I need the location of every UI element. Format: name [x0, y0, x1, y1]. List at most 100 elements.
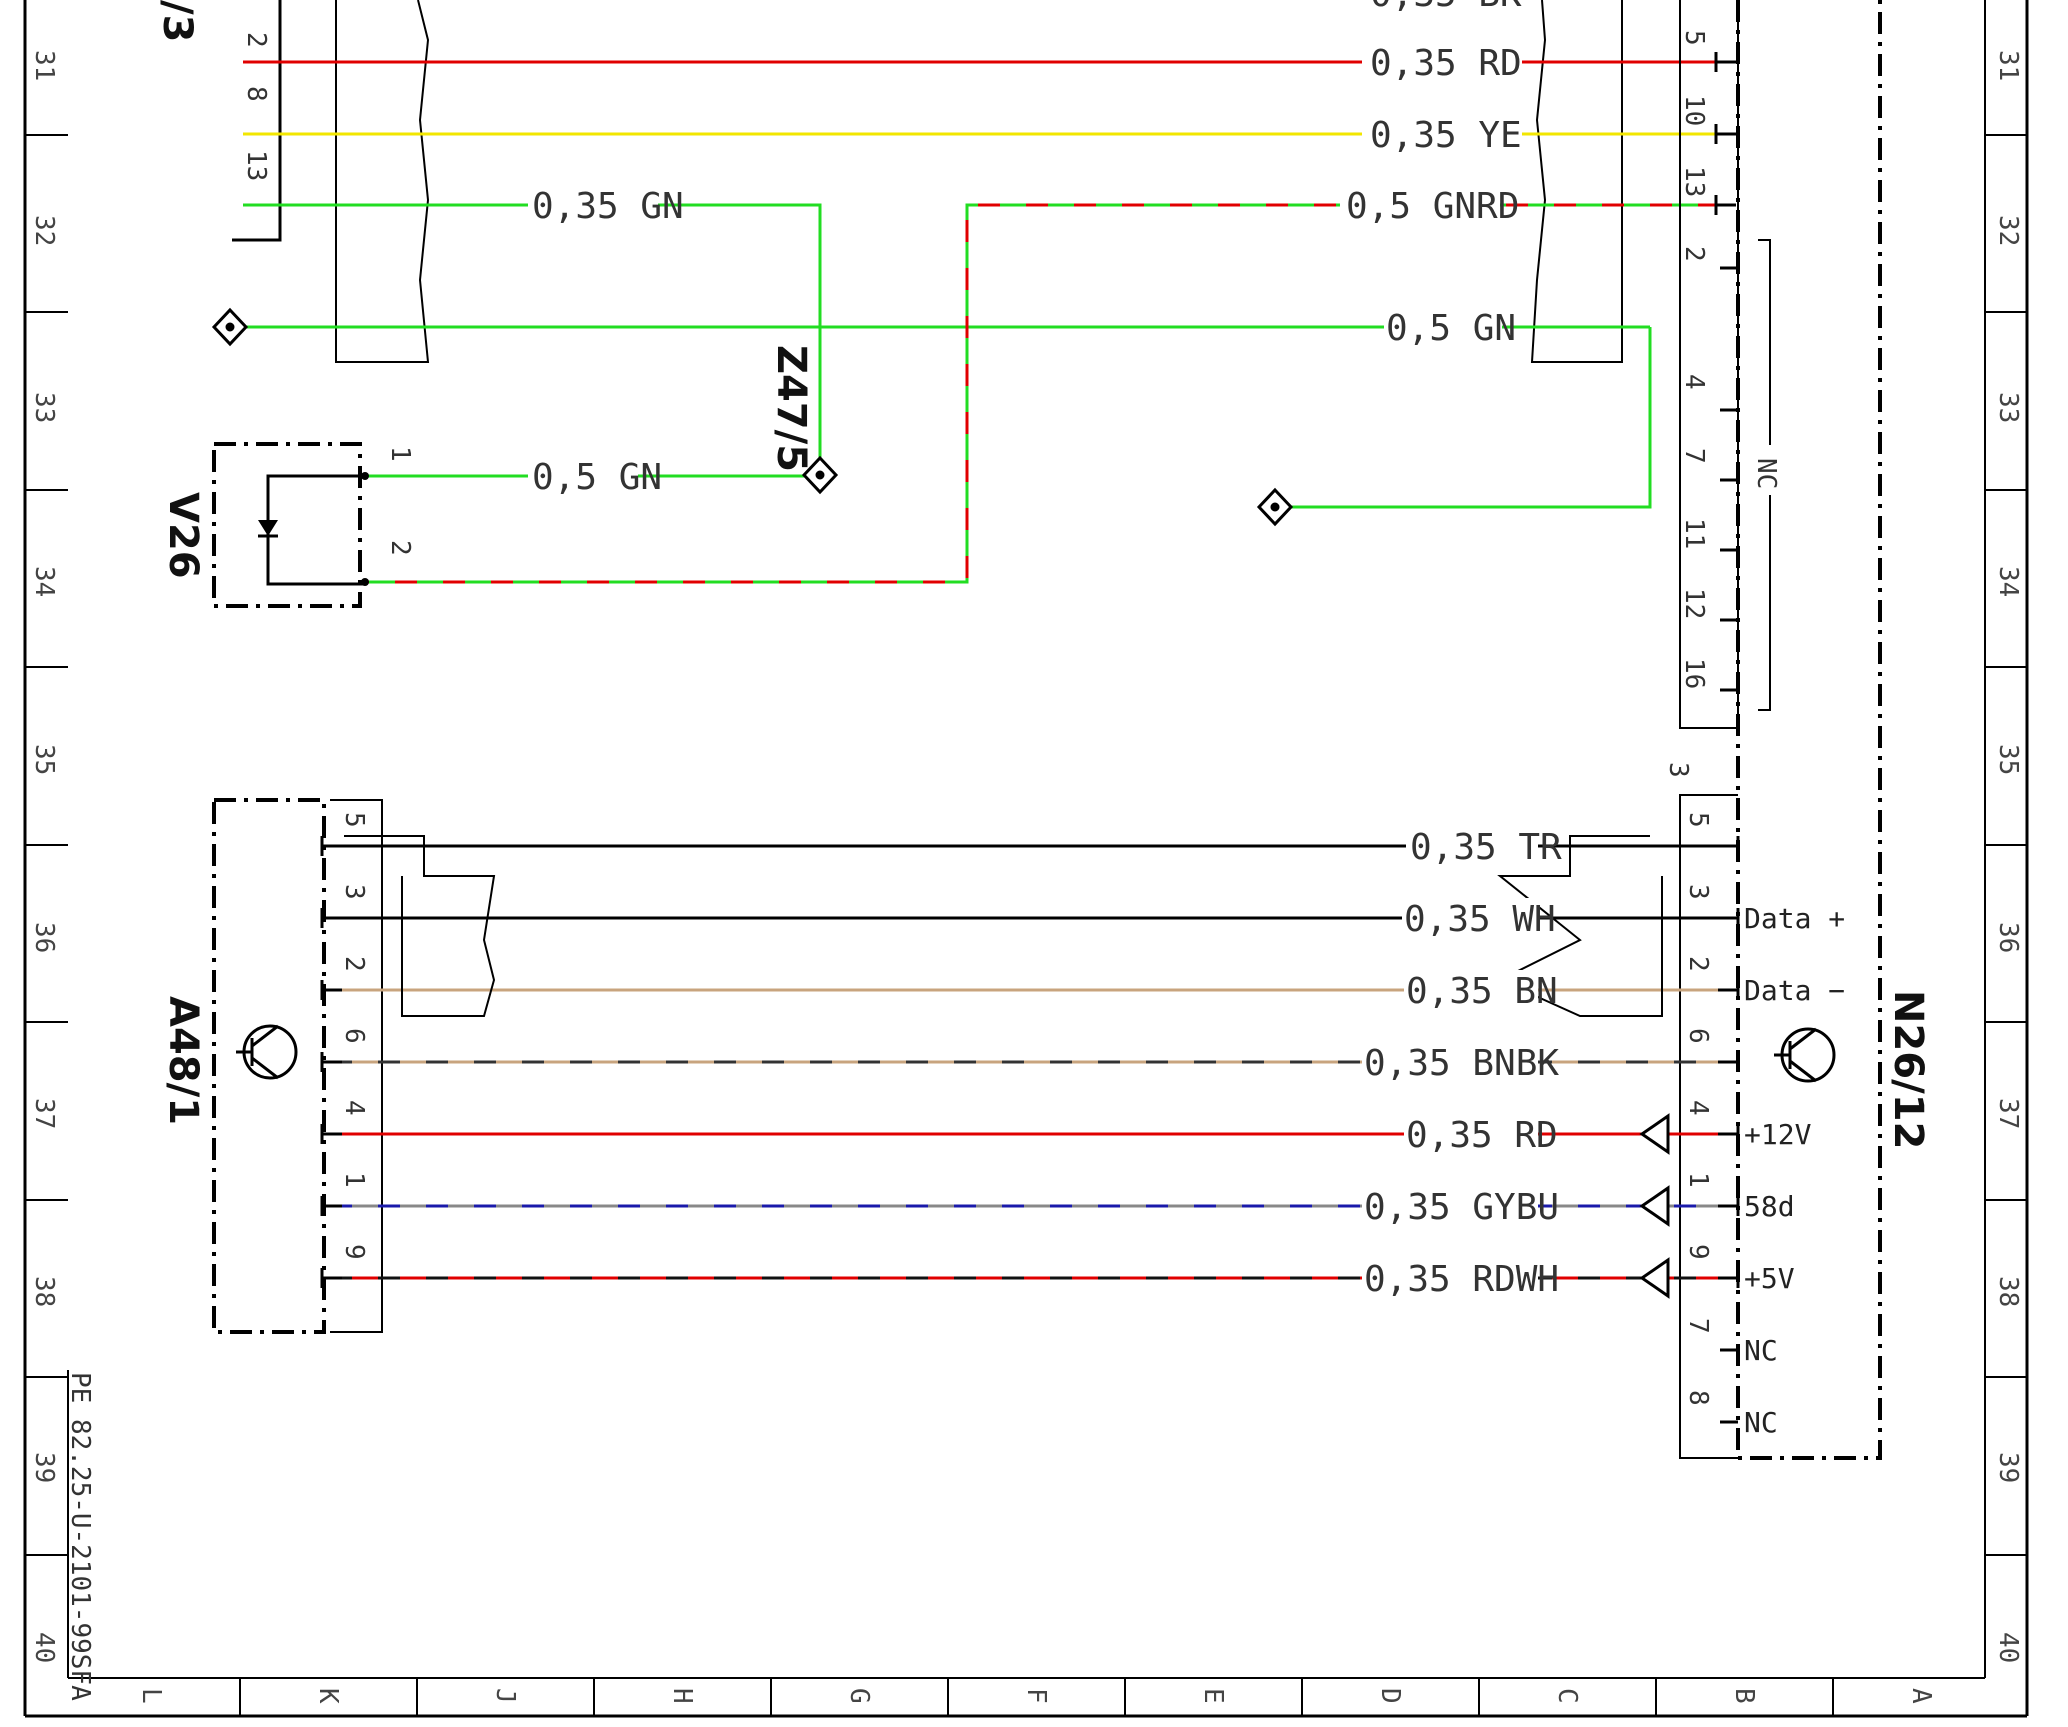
row-number: 32	[29, 215, 59, 246]
row-number: 35	[1993, 744, 2023, 775]
pin-number: 6	[339, 1028, 369, 1044]
wire-label: 0,5 GN	[1386, 308, 1516, 349]
n26-signal-names: Data + Data − +12V 58d +5V NC NC	[1744, 902, 1845, 1439]
pin-number: 12	[1679, 588, 1709, 619]
pin-number: 8	[241, 86, 271, 102]
column-letter: F	[1021, 1688, 1051, 1704]
row-number: 40	[1993, 1632, 2023, 1663]
row-numbers-right: 31 32 33 34 35 36 37 38 39 40	[1993, 50, 2023, 1663]
wire-label: 0,35 BNBK	[1364, 1043, 1559, 1084]
column-letter: C	[1552, 1688, 1582, 1704]
row-number: 33	[1993, 392, 2023, 423]
row-number: 39	[29, 1452, 59, 1483]
n26-lower-connector: 3 5 3 2 6 4 1 9 7 8	[1663, 762, 1738, 1459]
signal-label: Data +	[1744, 902, 1845, 935]
signal-label: +12V	[1744, 1118, 1812, 1151]
twisted-pair-sleeve	[344, 835, 1663, 1017]
column-letter: K	[313, 1688, 343, 1704]
signal-label: NC	[1744, 1406, 1778, 1439]
row-number: 40	[29, 1632, 59, 1663]
component-label: /3	[154, 0, 200, 42]
pin-number: 1	[385, 446, 415, 462]
pin-number: 3	[339, 884, 369, 900]
row-numbers-left: 31 32 33 34 35 36 37 38 39 40	[29, 50, 59, 1663]
signal-label: 58d	[1744, 1190, 1795, 1223]
pin-number: 16	[1679, 658, 1709, 689]
row-number: 32	[1993, 215, 2023, 246]
row-number: 36	[29, 922, 59, 953]
wire-label: 0,35 GYBU	[1364, 1187, 1559, 1228]
pin-number: 1	[339, 1172, 369, 1188]
pin-number: 11	[1679, 518, 1709, 549]
column-letter: H	[667, 1688, 697, 1704]
pin-number: 5	[1683, 812, 1713, 828]
row-number: 31	[29, 50, 59, 81]
pin-number: 2	[385, 540, 415, 556]
pin-number: 5	[339, 812, 369, 828]
plug-arrow-icon	[1639, 1113, 1670, 1299]
document-code: PE 82.25-U-2101-99SFA	[65, 1372, 95, 1701]
ground-point-icon	[801, 455, 839, 495]
row-number: 34	[1993, 566, 2023, 597]
column-letter: A	[1906, 1688, 1936, 1704]
signal-label: NC	[1744, 1334, 1778, 1367]
column-letter: L	[136, 1688, 166, 1704]
wire-label: 0,5 GN	[532, 457, 662, 498]
column-letters: L K J H G F E D C B A	[136, 1688, 1936, 1704]
pin-number: 3	[1663, 762, 1693, 778]
signal-label: +5V	[1744, 1262, 1795, 1295]
row-number: 37	[29, 1098, 59, 1129]
wire-label: 0,35 WH	[1404, 899, 1556, 940]
row-number: 31	[1993, 50, 2023, 81]
a48-1-module: A48/1 5 3 2 6 4 1 9	[160, 798, 383, 1334]
row-number: 34	[29, 566, 59, 597]
pin-number: 1	[1683, 1172, 1713, 1188]
row-number: 36	[1993, 922, 2023, 953]
top-wire-labels: 0,35 BK 0,35 RD 0,35 YE 0,35 GN 0,5 GNRD…	[528, 0, 1522, 498]
pin-number: 13	[1679, 166, 1709, 197]
component-label: A48/1	[160, 996, 206, 1125]
component-label: V26	[160, 492, 206, 579]
row-number: 38	[29, 1276, 59, 1307]
row-number: 39	[1993, 1452, 2023, 1483]
wire-label: 0,35 RD	[1406, 1115, 1558, 1156]
pin-number: 5	[1679, 30, 1709, 46]
wire-label: 0,35 RDWH	[1364, 1259, 1559, 1300]
nc-label: NC	[1751, 458, 1781, 489]
pin-number: 4	[1683, 1100, 1713, 1116]
row-number: 33	[29, 392, 59, 423]
pin-number: 2	[1679, 246, 1709, 262]
pin-number: 7	[1683, 1318, 1713, 1334]
pin-number: 9	[339, 1244, 369, 1260]
pin-number: 6	[1683, 1028, 1713, 1044]
row-number: 37	[1993, 1098, 2023, 1129]
column-letter: E	[1198, 1688, 1228, 1704]
column-letter: G	[844, 1688, 874, 1704]
signal-label: Data −	[1744, 974, 1845, 1007]
pin-number: 2	[1683, 956, 1713, 972]
pin-number: 7	[1679, 448, 1709, 464]
wire-label: 0,35 TR	[1410, 827, 1562, 868]
component-label: N26/12	[1885, 990, 1931, 1149]
wire-label: 0,35 RD	[1370, 43, 1522, 84]
column-letter: D	[1375, 1688, 1405, 1704]
pin-number: 2	[339, 956, 369, 972]
pin-number: 2	[241, 32, 271, 48]
n26-upper-connector: 5 10 13 2 4 7 11 12 16 NC	[1679, 0, 1786, 729]
column-letter: J	[490, 1688, 520, 1704]
n26-module-outline: N26/12	[1736, 0, 1931, 1460]
pin-number: 8	[1683, 1390, 1713, 1406]
top-left-connector: /3 2 8 13	[154, 0, 282, 242]
wire-label: 0,35 BN	[1406, 971, 1558, 1012]
column-letter: B	[1729, 1688, 1759, 1704]
harness-cut-right	[1530, 0, 1623, 363]
wire-label: 0,35 BK	[1370, 0, 1522, 15]
bottom-wire-labels: 0,35 TR 0,35 WH 0,35 BN 0,35 BNBK 0,35 R…	[1362, 826, 1562, 1300]
transistor-icon	[1774, 1027, 1836, 1083]
wire-label: 0,5 GNRD	[1346, 186, 1519, 227]
wire-label: 0,35 GN	[532, 186, 684, 227]
pin-number: 4	[339, 1100, 369, 1116]
pin-number: 4	[1679, 374, 1709, 390]
component-label: Z47/5	[768, 345, 814, 472]
